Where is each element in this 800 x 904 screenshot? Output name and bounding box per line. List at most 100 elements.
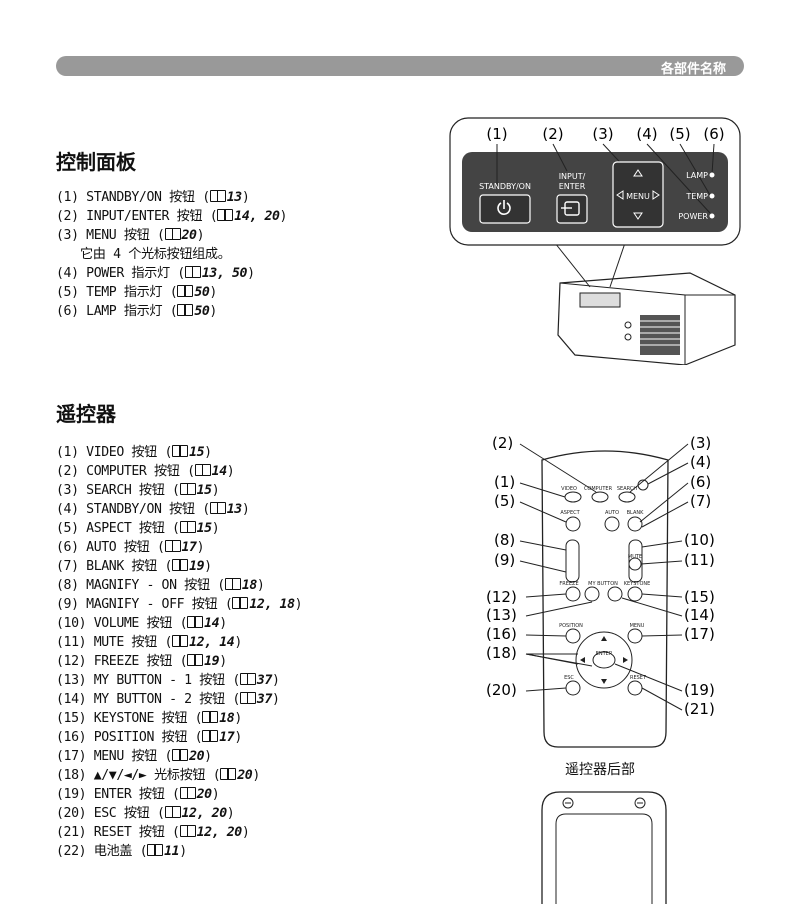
- list-item: (21) RESET 按钮 (12, 20): [56, 825, 250, 840]
- arrow-up-icon: [601, 636, 607, 641]
- list-item: 它由 4 个光标按钮组成。: [80, 247, 231, 262]
- book-icon: [202, 711, 219, 723]
- list-item: (4) STANDBY/ON 按钮 (13): [56, 502, 250, 517]
- menu-label: MENU: [626, 192, 650, 201]
- book-icon: [179, 521, 196, 533]
- callout-label: (3): [592, 125, 613, 143]
- arrow-down-icon: [601, 679, 607, 684]
- book-icon: [172, 635, 189, 647]
- book-icon: [202, 730, 219, 742]
- list-item: (4) POWER 指示灯 (13, 50): [56, 266, 255, 281]
- list-item: (9) MAGNIFY - OFF 按钮 (12, 18): [56, 597, 303, 612]
- list-item: (17) MENU 按钮 (20): [56, 749, 212, 764]
- book-icon: [147, 844, 164, 856]
- remote-figure: VIDEO COMPUTER SEARCH ASPECT AUTO BLANK …: [486, 434, 715, 904]
- callout-label: (16): [486, 625, 517, 643]
- control-panel-figure: (1) (2) (3) (4) (5) (6) STANDBY/ON INPUT…: [449, 117, 741, 365]
- power-label: POWER: [678, 212, 708, 221]
- freeze-key-label: FREEZE: [559, 581, 578, 587]
- video-key-label: VIDEO: [561, 486, 577, 492]
- book-icon: [177, 304, 194, 316]
- callout-label: (9): [494, 551, 515, 569]
- book-icon: [187, 654, 204, 666]
- arrow-left-icon: [616, 190, 624, 200]
- book-icon: [172, 559, 189, 571]
- power-indicator: [709, 213, 715, 219]
- arrow-right-icon: [623, 657, 628, 663]
- aspect-key-label: ASPECT: [560, 510, 580, 516]
- menu-button: [612, 161, 664, 228]
- list-item: (12) FREEZE 按钮 (19): [56, 654, 227, 669]
- callout-label: (20): [486, 681, 517, 699]
- list-item: (22) 电池盖 (11): [56, 844, 187, 859]
- book-icon: [209, 502, 226, 514]
- callout-label: (5): [669, 125, 690, 143]
- callout-label: (14): [684, 606, 715, 624]
- arrow-down-icon: [633, 212, 643, 220]
- list-item: (10) VOLUME 按钮 (14): [56, 616, 227, 631]
- enter-label: ENTER: [559, 182, 586, 191]
- callout-label: (17): [684, 625, 715, 643]
- callout-label: (13): [486, 606, 517, 624]
- list-item: (3) MENU 按钮 (20): [56, 228, 205, 243]
- callout-label: (4): [690, 453, 711, 471]
- list-item: (1) VIDEO 按钮 (15): [56, 445, 212, 460]
- list-item: (6) AUTO 按钮 (17): [56, 540, 205, 555]
- callout-label: (11): [684, 551, 715, 569]
- header-bar: 各部件名称: [56, 56, 744, 77]
- list-item: (14) MY BUTTON - 2 按钮 (37): [56, 692, 280, 707]
- input-enter-button: [556, 194, 588, 224]
- callout-label: (1): [494, 473, 515, 491]
- remote-back-caption: 遥控器后部: [565, 762, 635, 778]
- list-item: (5) ASPECT 按钮 (15): [56, 521, 220, 536]
- callout-label: (6): [703, 125, 724, 143]
- list-item: (16) POSITION 按钮 (17): [56, 730, 242, 745]
- list-item: (2) COMPUTER 按钮 (14): [56, 464, 235, 479]
- control-panel-heading: 控制面板: [56, 150, 136, 174]
- arrow-up-icon: [633, 169, 643, 177]
- callout-label: (21): [684, 700, 715, 718]
- book-icon: [232, 597, 249, 609]
- book-icon: [177, 285, 194, 297]
- projector-illustration: [557, 272, 736, 365]
- list-item: (1) STANDBY/ON 按钮 (13): [56, 190, 250, 205]
- blank-key-label: BLANK: [627, 510, 644, 516]
- book-icon: [179, 787, 196, 799]
- callout-label: (18): [486, 644, 517, 662]
- list-item: (8) MAGNIFY - ON 按钮 (18): [56, 578, 265, 593]
- list-item: (15) KEYSTONE 按钮 (18): [56, 711, 242, 726]
- book-icon: [194, 464, 211, 476]
- list-item: (3) SEARCH 按钮 (15): [56, 483, 220, 498]
- temp-indicator: [709, 193, 715, 199]
- book-icon: [184, 266, 201, 278]
- book-icon: [217, 209, 234, 221]
- position-key-label: POSITION: [559, 623, 583, 629]
- book-icon: [239, 673, 256, 685]
- list-item: (18) ▲/▼/◄/► 光标按钮 (20): [56, 768, 260, 783]
- callout-label: (2): [492, 434, 513, 452]
- callout-label: (19): [684, 681, 715, 699]
- book-icon: [172, 749, 189, 761]
- arrow-left-icon: [580, 657, 585, 663]
- callout-label: (1): [486, 125, 507, 143]
- callout-label: (2): [542, 125, 563, 143]
- callout-label: (12): [486, 588, 517, 606]
- book-icon: [164, 806, 181, 818]
- keystone-key-label: KEYSTONE: [624, 581, 651, 587]
- callout-label: (10): [684, 531, 715, 549]
- callout-label: (6): [690, 473, 711, 491]
- input-label: INPUT/: [559, 172, 586, 181]
- list-item: (20) ESC 按钮 (12, 20): [56, 806, 235, 821]
- book-icon: [224, 578, 241, 590]
- temp-label: TEMP: [685, 192, 708, 201]
- book-icon: [164, 540, 181, 552]
- book-icon: [209, 190, 226, 202]
- enter-key-label: ENTER: [596, 651, 613, 657]
- list-item: (6) LAMP 指示灯 (50): [56, 304, 217, 319]
- remote-back-illustration: [541, 791, 667, 904]
- standby-label: STANDBY/ON: [479, 182, 531, 191]
- remote-heading: 遥控器: [56, 402, 116, 426]
- book-icon: [164, 228, 181, 240]
- auto-key-label: AUTO: [605, 510, 619, 516]
- menu-key-label: MENU: [630, 623, 645, 629]
